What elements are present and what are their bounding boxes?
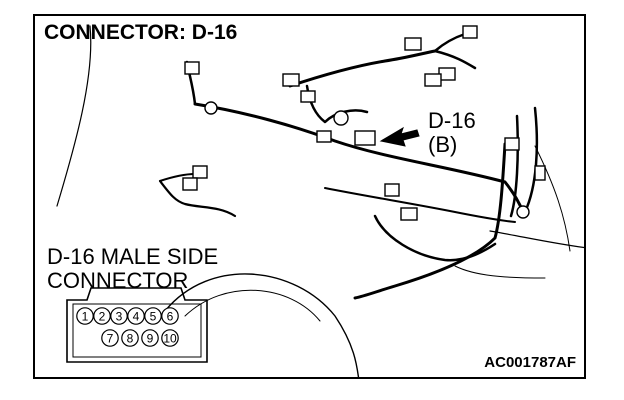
connector-block — [462, 25, 478, 39]
lower-harness — [324, 187, 516, 223]
connector-block — [404, 37, 422, 51]
right-harness-2 — [509, 114, 519, 218]
fender-outline — [164, 273, 360, 377]
connector-pin-number: 4 — [133, 310, 140, 324]
connector-block — [400, 207, 418, 221]
connector-pin-number: 1 — [82, 310, 89, 324]
connector-pin — [141, 329, 159, 347]
connector-pin — [127, 307, 145, 325]
callout-connector-variant: (B) — [428, 132, 458, 157]
connector-pin-number: 6 — [167, 310, 174, 324]
diagram-title: CONNECTOR: D-16 — [44, 21, 238, 44]
connector-pin — [76, 307, 94, 325]
connector-callout: D-16 (B) — [428, 109, 476, 157]
connector-pin-number: 7 — [107, 332, 114, 346]
connector-block — [534, 165, 546, 181]
male-side-label-line1: D-16 MALE SIDE — [47, 244, 219, 269]
callout-arrow — [379, 126, 420, 147]
connector-block — [282, 73, 300, 87]
lower-body-outline — [454, 265, 546, 279]
connector-pin — [101, 329, 119, 347]
upper-harness — [288, 49, 437, 88]
harness-branch-right-top2 — [433, 32, 467, 53]
connector-block — [184, 61, 200, 75]
connector-pin-number: 9 — [147, 332, 154, 346]
connector-pin-number: 5 — [150, 310, 157, 324]
connector-block — [192, 165, 208, 179]
right-harness — [353, 142, 507, 300]
loose-harness — [158, 179, 237, 218]
connector-pin — [161, 329, 179, 347]
connector-pin-number: 8 — [127, 332, 134, 346]
harness-branch-right-top — [433, 49, 477, 70]
ground-point — [516, 205, 530, 219]
connector-block — [384, 183, 400, 197]
connector-block — [316, 130, 332, 143]
d16-connector — [354, 130, 376, 146]
connector-pin — [161, 307, 179, 325]
grommet — [204, 101, 218, 115]
connector-pin — [121, 329, 139, 347]
callout-connector-id: D-16 — [428, 108, 476, 133]
connector-pin — [93, 307, 111, 325]
right-harness-3 — [523, 106, 539, 214]
male-connector-face — [66, 287, 208, 363]
male-side-label-line2: CONNECTOR — [47, 268, 189, 293]
wheel-arch-outline — [489, 230, 584, 249]
male-side-label: D-16 MALE SIDE CONNECTOR — [47, 245, 218, 293]
connector-block — [424, 73, 442, 87]
connector-block — [300, 90, 316, 103]
connector-pin — [144, 307, 162, 325]
connector-block — [182, 177, 198, 191]
fender-inner-outline — [184, 289, 321, 322]
strut-tower-outline — [534, 145, 571, 252]
connector-pin-number: 10 — [163, 332, 177, 346]
lower-harness-2 — [373, 214, 497, 262]
connector-pin-number: 3 — [116, 310, 123, 324]
figure-code: AC001787AF — [484, 354, 576, 371]
main-harness — [193, 102, 525, 214]
connector-pin-number: 2 — [99, 310, 106, 324]
body-panel-outline — [56, 25, 92, 207]
grommet — [333, 110, 349, 126]
connector-block — [504, 137, 520, 151]
